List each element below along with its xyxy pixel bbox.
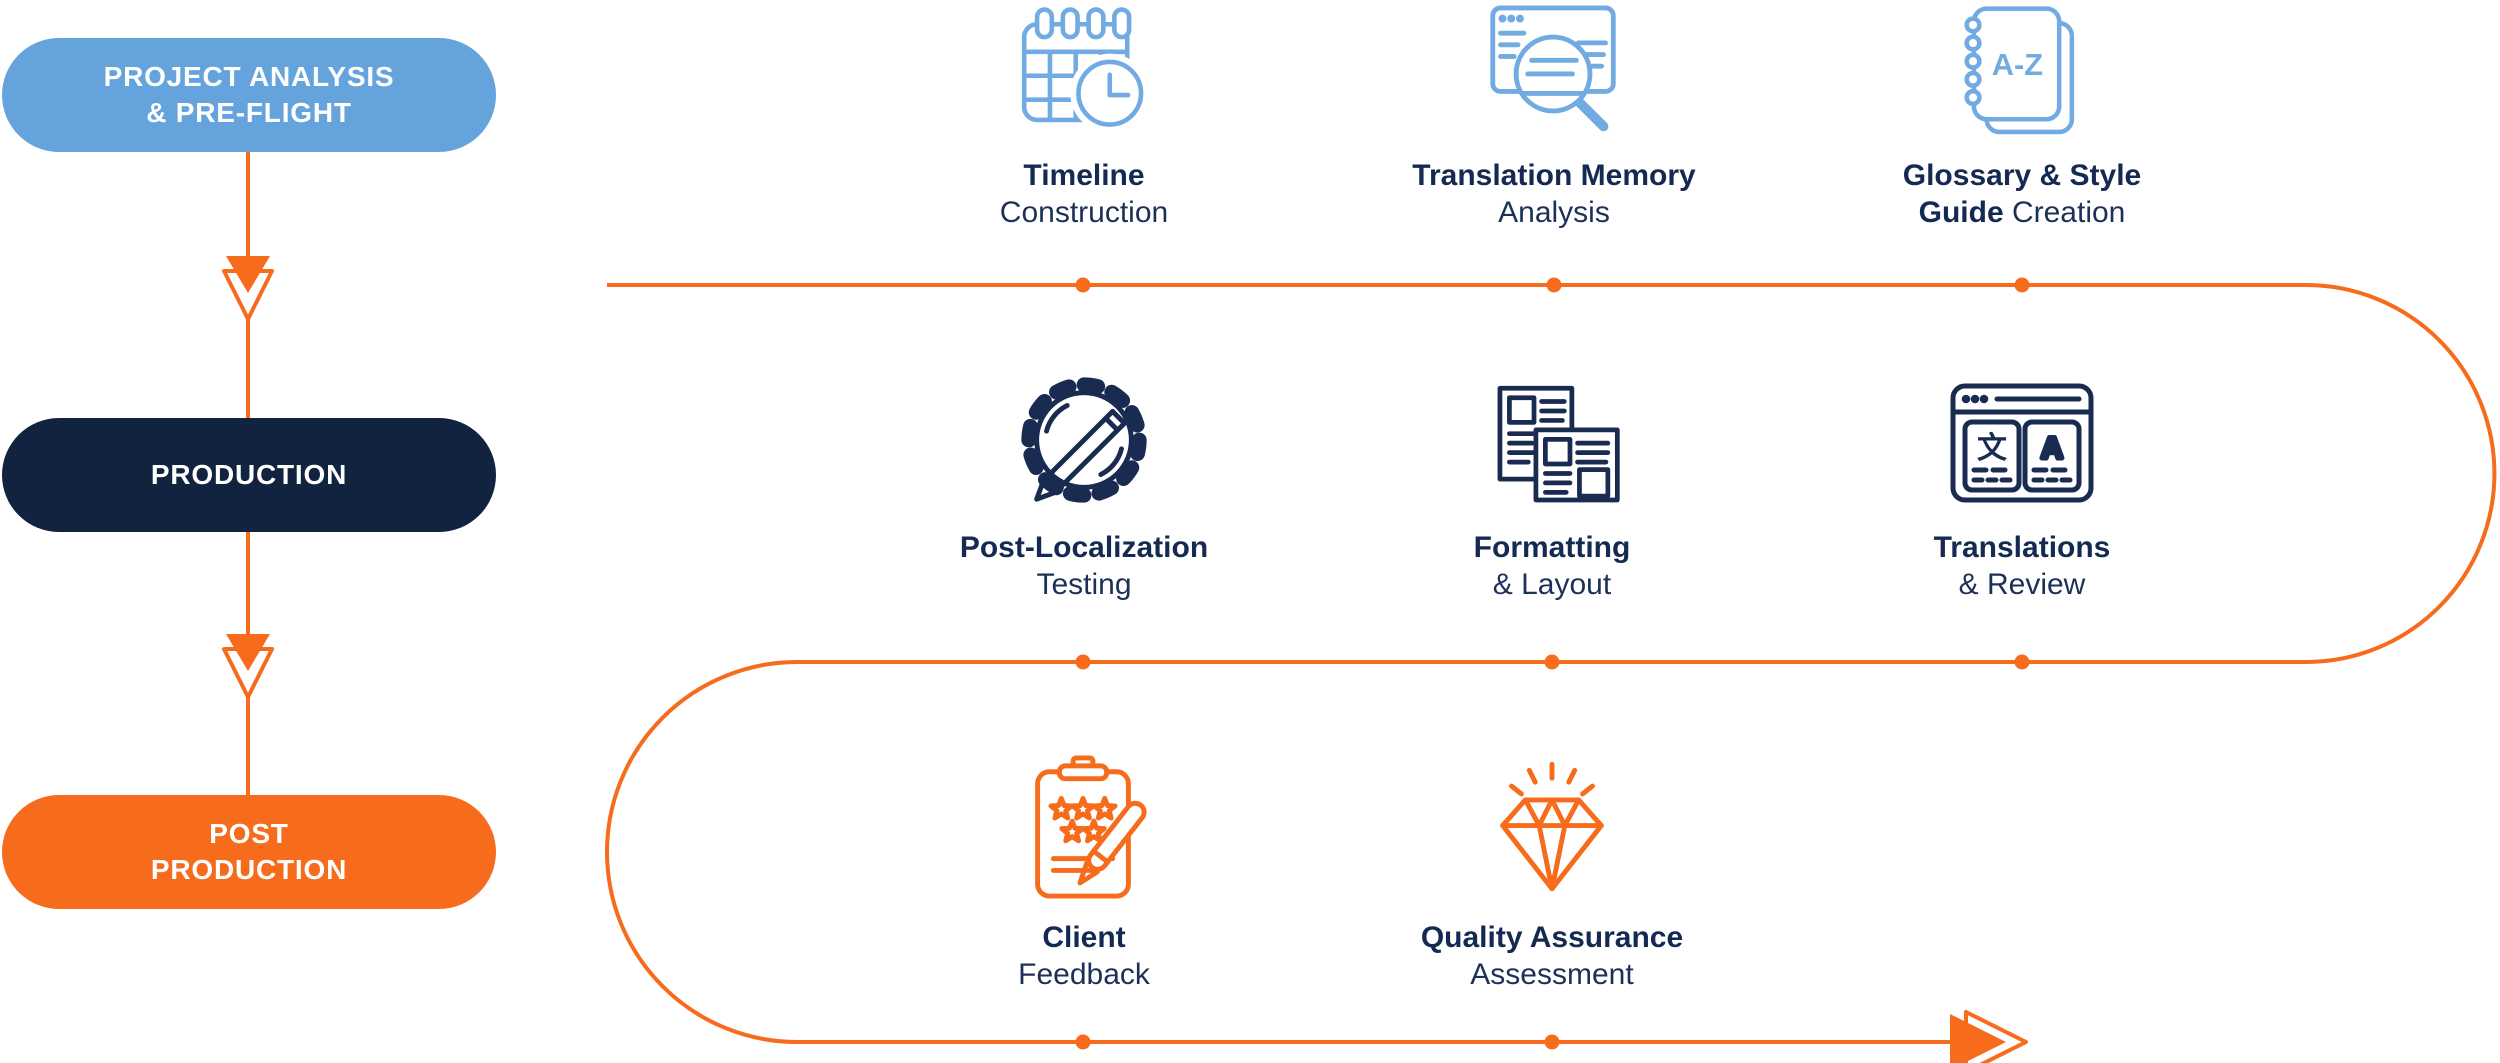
gear-pencil-icon (1021, 377, 1147, 503)
station-title: Quality Assurance (1420, 921, 1684, 954)
station-translations-review: 文 A Translations & Review (1762, 362, 2282, 603)
station-subtitle: Testing (1036, 567, 1132, 601)
station-timeline-construction: Timeline Construction (824, 0, 1344, 231)
station-quality-assurance: Quality Assurance Assessment (1292, 748, 1812, 993)
phase-label: PRODUCTION (150, 854, 348, 885)
layout-pages-icon (1497, 385, 1620, 503)
flow-dot (1544, 1034, 1560, 1050)
station-translation-memory-analysis: Translation Memory Analysis (1294, 0, 1814, 231)
station-subtitle: Guide Creation (1918, 195, 2126, 229)
phase-pill-production: PRODUCTION (2, 418, 496, 532)
calendar-clock-icon (1021, 7, 1150, 133)
phase-label: PRODUCTION (150, 459, 348, 491)
feedback-clipboard-icon (1035, 755, 1147, 899)
station-formatting-layout: Formatting & Layout (1292, 362, 1812, 603)
station-subtitle: Construction (999, 195, 1169, 229)
station-subtitle: & Layout (1492, 567, 1612, 601)
phase-pill-project-analysis: PROJECT ANALYSIS & PRE-FLIGHT (2, 38, 496, 152)
station-glossary-style-guide: A-Z Glossary & Style Guide Creation (1762, 0, 2282, 231)
flow-dot (1546, 277, 1562, 293)
phase-pill-post-production: POST PRODUCTION (2, 795, 496, 909)
station-title: Formatting (1473, 531, 1631, 564)
translation-panels-icon: 文 A (1950, 383, 2094, 503)
chevron-right-icon (1950, 1014, 2006, 1063)
station-subtitle: Feedback (1018, 957, 1150, 991)
phase-label: PROJECT ANALYSIS (103, 61, 395, 93)
flow-dot (1075, 277, 1091, 293)
flow-dot (1075, 654, 1091, 670)
station-title: Translations (1933, 531, 2111, 564)
station-client-feedback: Client Feedback (824, 748, 1344, 993)
phase-label: & PRE-FLIGHT (146, 97, 352, 128)
station-title: Glossary & Style (1902, 159, 2142, 192)
svg-text:A: A (2041, 432, 2063, 465)
flow-dot (1544, 654, 1560, 670)
station-subtitle: & Review (1958, 567, 2086, 601)
flow-dot (2014, 654, 2030, 670)
station-title: Translation Memory (1412, 159, 1696, 192)
station-title: Post-Localization (959, 531, 1209, 564)
az-notebook-icon: A-Z (1964, 6, 2075, 135)
flow-dot (2014, 277, 2030, 293)
phase-label: POST (209, 818, 289, 850)
station-title: Client (1042, 921, 1126, 954)
chevron-down-icon (226, 256, 270, 293)
station-subtitle: Assessment (1470, 957, 1634, 991)
diamond-icon (1500, 761, 1604, 892)
svg-text:A-Z: A-Z (1992, 47, 2043, 82)
svg-text:文: 文 (1977, 431, 2007, 466)
chevron-down-icon (226, 634, 270, 671)
flow-dot (1075, 1034, 1091, 1050)
station-title: Timeline (1023, 159, 1145, 192)
station-subtitle: Analysis (1498, 195, 1610, 229)
station-post-localization-testing: Post-Localization Testing (824, 362, 1344, 603)
document-magnifier-icon (1490, 5, 1616, 132)
